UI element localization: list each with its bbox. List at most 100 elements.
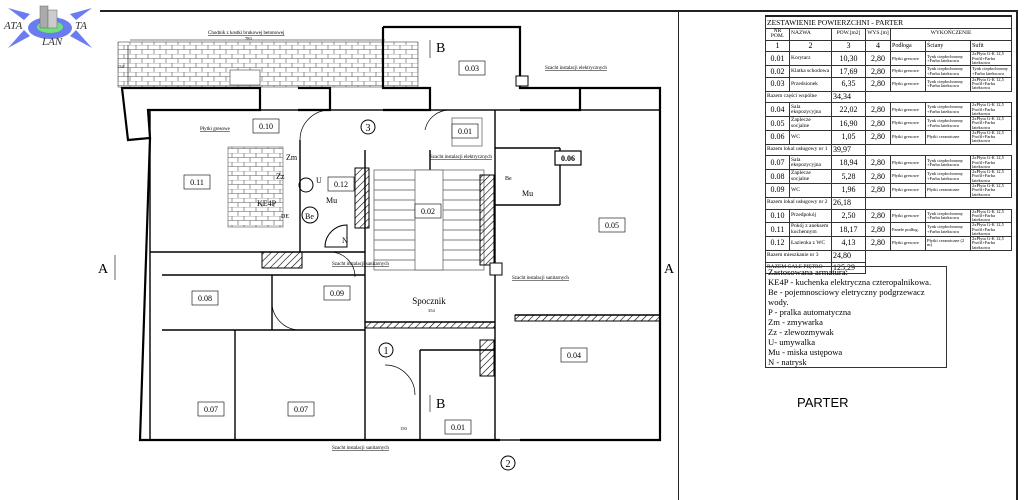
cell-floor: Płytki gresowe — [890, 155, 926, 171]
empty-cell — [866, 144, 1012, 156]
room-label: 0.07 — [287, 401, 315, 417]
cell-walls: Płytki ceramiczne (2 m) — [925, 236, 971, 251]
cell-walls: Tynk ciepłochronny +Farba lateksowa — [925, 222, 971, 238]
cell-nr: 0.07 — [765, 155, 790, 171]
cell-nr: 0.05 — [765, 116, 790, 131]
cell-ceiling: 2xPłyta G-K 12,5 Profil+Farba lateksowa — [969, 76, 1013, 92]
cell-ceiling: 2xPłyta G-K 12,5 Profil+Farba lateksowa — [969, 116, 1013, 131]
svg-text:0.03: 0.03 — [465, 64, 479, 73]
cell-floor: Płytki gresowe — [890, 169, 926, 185]
cell-h: 2,80 — [865, 183, 891, 198]
logo-graphic — [8, 5, 92, 48]
cell-h: 2,80 — [865, 65, 891, 78]
elec-shaft-note: Szacht instalacji elektrycznych — [430, 155, 492, 160]
cell-h: 2,80 — [865, 169, 891, 185]
cell-walls: Tynk ciepłochronny +Farba lateksowa — [925, 76, 971, 92]
cell-nr: 0.04 — [765, 102, 790, 118]
staircase — [373, 117, 485, 271]
cell-floor: Płytki gresowe — [890, 65, 926, 78]
cell-area: 18,94 — [831, 155, 866, 171]
svg-text:0.11: 0.11 — [190, 178, 204, 187]
fixture-de: DE — [281, 214, 289, 220]
col-number: Ściany — [925, 39, 971, 53]
tiles-note: Płytki gresowe — [200, 127, 231, 132]
elec-shaft-box — [515, 75, 529, 87]
cell-area: 18,17 — [831, 222, 866, 238]
col-header: NAZWA — [789, 27, 832, 41]
svg-text:0.07: 0.07 — [294, 405, 308, 414]
cell-nr: 0.09 — [765, 183, 790, 198]
cell-name: Sala ekspozycyjna — [789, 155, 832, 171]
svg-text:0.07: 0.07 — [204, 405, 218, 414]
fixture-be: Be — [305, 212, 314, 221]
svg-text:0.01: 0.01 — [451, 423, 465, 432]
axis-label: 2 — [506, 459, 511, 470]
dimension: 354 — [428, 308, 436, 313]
sidewalk-paving — [117, 41, 419, 88]
cell-walls: Tynk ciepłochronny +Farba lateksowa — [925, 65, 971, 78]
fixture-u: U — [316, 176, 322, 185]
cell-nr: 0.08 — [765, 169, 790, 185]
door-swings — [271, 109, 451, 396]
room-label: 0.04 — [560, 347, 588, 363]
cell-walls: Tynk ciepłochronny +Farba lateksowa — [925, 208, 971, 224]
section-b-top: B — [436, 41, 445, 56]
section-lines — [114, 39, 431, 412]
cell-area: 5,28 — [831, 169, 866, 185]
cell-area: 1,05 — [831, 129, 866, 145]
cell-h: 2,80 — [865, 102, 891, 118]
dimension: 783 — [245, 36, 253, 41]
cell-name: Zaplecze socjalne — [789, 116, 832, 131]
san-shaft-note: Szacht instalacji sanitarnych — [332, 262, 389, 267]
cell-h: 2,80 — [865, 51, 891, 67]
cell-h: 2,80 — [865, 155, 891, 171]
company-logo: ATA TA LAN — [0, 0, 100, 50]
fixture-mu: Mu — [326, 196, 337, 205]
cell-name: Sala ekspozycyjna — [789, 102, 832, 118]
cell-h: 2,80 — [865, 208, 891, 224]
cell-nr: 0.12 — [765, 236, 790, 251]
cell-sum: Razem części wspólne — [765, 90, 832, 104]
cell-area: 34,34 — [831, 90, 866, 104]
col-number: Sufit — [969, 39, 1013, 53]
cell-ceiling: 2xPłyta G-K 12,5 Profil+Farba lateksowa — [969, 169, 1013, 185]
cell-nr: 0.02 — [765, 65, 790, 78]
cell-floor: Płytki gresowe — [890, 76, 926, 92]
cell-ceiling: 2xPłyta G-K 12,5 Profil+Farba lateksowa — [969, 51, 1013, 67]
sheet-label: PARTER — [797, 395, 849, 410]
cell-floor: Płytki gresowe — [890, 236, 926, 251]
cell-sum: Razem mieszkanie nr 3 — [765, 249, 832, 263]
cell-sum: Razem lokal usługowy nr 1 — [765, 143, 832, 157]
room-label: 0.07 — [197, 401, 225, 417]
cell-ceiling: 2xPłyta G-K 12,5 Profil+Farba lateksowa — [969, 183, 1013, 198]
landing-label: Spocznik — [412, 296, 446, 306]
cell-area: 6,35 — [831, 76, 866, 92]
cell-area: 17,69 — [831, 65, 866, 78]
floor-plan: 3 1 2 A A B B 0.11 0.10 0.12 0.02 0.01 0… — [98, 25, 675, 471]
col-number: 1 — [765, 39, 790, 53]
cell-name: Przedpokój — [789, 208, 832, 224]
shaft-hatch — [354, 167, 370, 229]
cell-name: Przedsionek — [789, 76, 832, 92]
cell-area: 2,50 — [831, 208, 866, 224]
drawing-frame-right — [1016, 10, 1018, 500]
cell-ceiling: 2xPłyta G-K 12,5 Profil+Farba lateksowa — [969, 129, 1013, 145]
fixture-be: Be — [505, 176, 512, 182]
shaft-hatch — [364, 321, 496, 329]
cell-name: Klatka schodowa — [789, 65, 832, 78]
cell-floor: Płytki gresowe — [890, 129, 926, 145]
cell-h: 2,80 — [865, 236, 891, 251]
cell-walls: Tynk ciepłochronny +Farba lateksowa — [925, 51, 971, 67]
cell-h: 2,80 — [865, 76, 891, 92]
room-labels: 0.11 0.10 0.12 0.02 0.01 0.03 0.06 0.05 … — [183, 60, 626, 435]
room-label: 0.11 — [183, 174, 211, 190]
